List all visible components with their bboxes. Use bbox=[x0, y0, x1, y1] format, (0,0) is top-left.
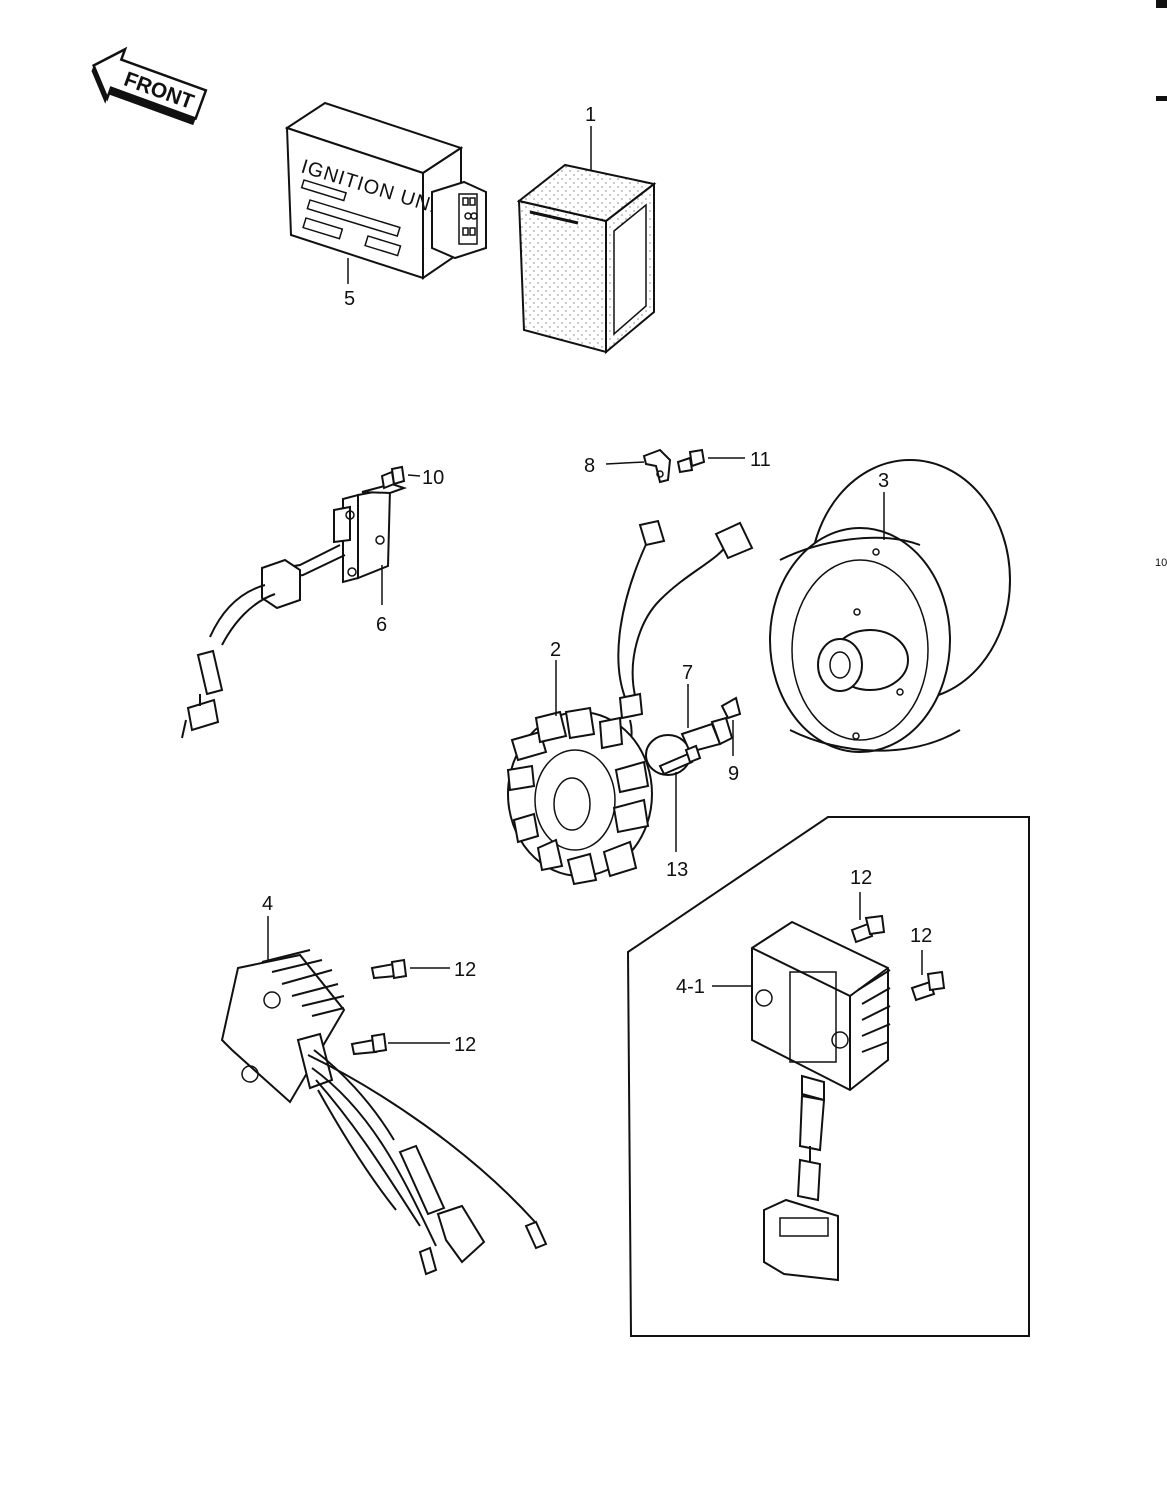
screw-12-alt-2: 12 bbox=[910, 925, 946, 1002]
callout-8: 8 bbox=[584, 455, 595, 477]
screw-11: 11 bbox=[676, 448, 771, 474]
callout-2: 2 bbox=[550, 639, 561, 661]
screw-12-upper: 12 bbox=[370, 958, 476, 981]
ignition-unit-cover: 1 bbox=[516, 104, 657, 355]
callout-4-1: 4-1 bbox=[676, 976, 705, 998]
callout-13: 13 bbox=[666, 859, 688, 881]
ignition-unit: IGNITION UNIT 5 bbox=[284, 101, 487, 310]
callout-6: 6 bbox=[376, 614, 387, 636]
callout-4: 4 bbox=[262, 893, 273, 915]
page-edge-marks: 10 bbox=[1155, 0, 1167, 569]
callout-9: 9 bbox=[728, 763, 739, 785]
callout-12-alt-2: 12 bbox=[910, 925, 932, 947]
pickup-coil: 6 bbox=[181, 482, 408, 739]
screw-13: 13 bbox=[658, 744, 702, 881]
screw-12-alt-1: 12 bbox=[850, 867, 886, 944]
page-number-fragment: 10 bbox=[1155, 557, 1167, 569]
front-direction-arrow-icon: FRONT bbox=[91, 46, 208, 126]
callout-12-upper-left: 12 bbox=[454, 959, 476, 981]
woodruff-key: 9 bbox=[720, 696, 742, 785]
regulator-rectifier: 4 bbox=[220, 893, 548, 1276]
callout-5: 5 bbox=[344, 288, 355, 310]
alternator-rotor: 3 bbox=[769, 459, 1011, 753]
callout-1: 1 bbox=[585, 104, 596, 126]
callout-10: 10 bbox=[422, 467, 444, 489]
callout-11: 11 bbox=[750, 449, 771, 471]
callout-12-alt-1: 12 bbox=[850, 867, 872, 889]
screw-12-lower: 12 bbox=[350, 1032, 476, 1056]
alternator-stator: 2 bbox=[506, 519, 754, 886]
lead-clamp: 8 bbox=[584, 448, 672, 484]
regulator-rectifier-alt: 4-1 bbox=[676, 920, 891, 1282]
screw-10: 10 bbox=[380, 465, 444, 490]
callout-3: 3 bbox=[878, 470, 889, 492]
callout-7: 7 bbox=[682, 662, 693, 684]
callout-12-lower-left: 12 bbox=[454, 1034, 476, 1056]
alternate-part-frame bbox=[626, 816, 1030, 1337]
